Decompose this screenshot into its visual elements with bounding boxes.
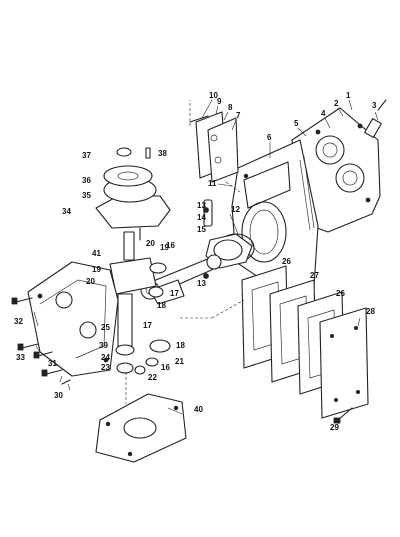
callout-7: 7 — [236, 111, 241, 120]
callout-26: 26 — [282, 257, 291, 266]
cylinder-head-cover — [291, 107, 381, 233]
leader-lines — [33, 99, 379, 425]
callout-15: 15 — [197, 225, 206, 234]
flywheel-assembly — [95, 147, 171, 241]
callout-14: 14 — [197, 213, 206, 222]
callout-21: 21 — [175, 357, 184, 366]
crankcase — [27, 261, 119, 377]
callout-13: 13 — [197, 279, 206, 288]
crankcase-bolts — [11, 297, 71, 385]
callout-30: 30 — [54, 391, 63, 400]
callout-6: 6 — [267, 133, 272, 142]
bearings — [134, 262, 171, 375]
callout-11: 11 — [208, 179, 217, 188]
callout-36: 36 — [82, 176, 91, 185]
assembly-lines — [125, 100, 245, 404]
callout-16: 16 — [166, 241, 175, 250]
callout-12: 12 — [231, 205, 240, 214]
callout-3: 3 — [372, 101, 377, 110]
bottom-plate — [95, 393, 187, 463]
bracket-assembly — [189, 111, 239, 183]
callout-4: 4 — [321, 109, 326, 118]
callout-32: 32 — [14, 317, 23, 326]
callout-20: 20 — [146, 239, 155, 248]
callout-37: 37 — [82, 151, 91, 160]
callout-17: 17 — [143, 321, 152, 330]
callout-10: 10 — [209, 91, 218, 100]
spark-plug — [364, 99, 387, 138]
callout-23: 23 — [101, 363, 110, 372]
callout-13: 13 — [197, 201, 206, 210]
callout-26: 26 — [336, 289, 345, 298]
callout-20: 20 — [86, 277, 95, 286]
callout-17: 17 — [170, 289, 179, 298]
callout-40: 40 — [194, 405, 203, 414]
callout-2: 2 — [334, 99, 339, 108]
callout-25: 25 — [101, 323, 110, 332]
callout-35: 35 — [82, 191, 91, 200]
callout-1: 1 — [346, 91, 351, 100]
crankshaft — [109, 231, 185, 374]
callout-19: 19 — [92, 265, 101, 274]
callout-27: 27 — [310, 271, 319, 280]
callout-29: 29 — [330, 423, 339, 432]
gaskets-and-plates — [241, 265, 369, 424]
callout-34: 34 — [62, 207, 71, 216]
callout-31: 31 — [48, 359, 57, 368]
callout-28: 28 — [366, 307, 375, 316]
callout-5: 5 — [294, 119, 299, 128]
callout-18: 18 — [157, 301, 166, 310]
callout-8: 8 — [228, 103, 233, 112]
callout-19: 19 — [160, 243, 169, 252]
callout-24: 24 — [101, 353, 110, 362]
cylinder-block — [231, 139, 319, 301]
callout-18: 18 — [176, 341, 185, 350]
callout-39: 39 — [99, 341, 108, 350]
callout-41: 41 — [92, 249, 101, 258]
callout-16: 16 — [161, 363, 170, 372]
callout-33: 33 — [16, 353, 25, 362]
callout-38: 38 — [158, 149, 167, 158]
callout-9: 9 — [217, 97, 222, 106]
callout-22: 22 — [148, 373, 157, 382]
